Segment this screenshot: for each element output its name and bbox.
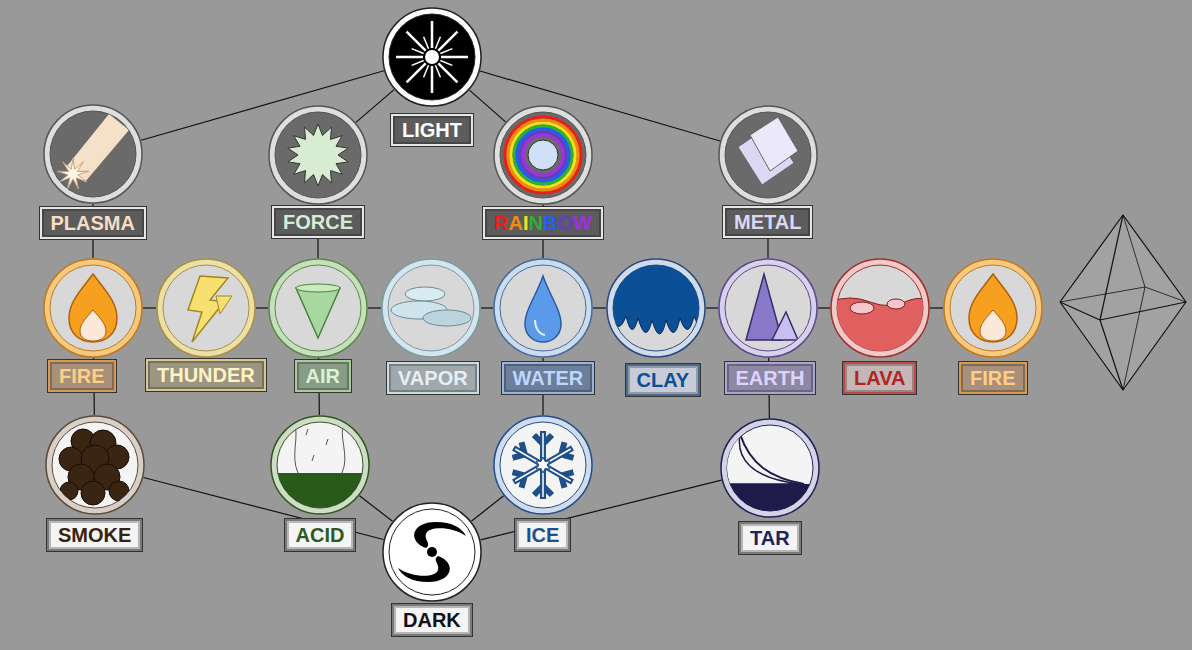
connector-line (481, 307, 493, 308)
element-icon (720, 418, 820, 518)
element-name: AIR (306, 365, 340, 387)
element-node: METAL (718, 105, 818, 205)
element-name: TAR (750, 527, 790, 549)
element-node: FIRE (43, 258, 143, 358)
element-node: FIRE (943, 258, 1043, 358)
label-box: WATER (502, 362, 595, 394)
label-box: TAR (739, 522, 801, 554)
element-node: DARK (382, 502, 482, 602)
connector-line (818, 307, 830, 308)
element-name: VAPOR (398, 367, 468, 389)
connector-line (368, 307, 381, 308)
element-icon (493, 415, 593, 515)
element-icon (45, 415, 145, 515)
element-name: PLASMA (51, 212, 135, 234)
connector-line (256, 307, 268, 308)
connector-line (359, 496, 392, 522)
element-icon (268, 258, 368, 358)
label-box: DARK (392, 604, 472, 636)
label-box: FORCE (272, 206, 364, 238)
label-box: LIGHT (391, 114, 473, 146)
element-node: LAVA (830, 258, 930, 358)
element-icon (156, 258, 256, 358)
connector-line (469, 90, 505, 122)
element-node: FORCE (268, 105, 368, 205)
label-box: FIRE (959, 362, 1027, 394)
element-name: EARTH (736, 367, 805, 389)
label-box: AIR (295, 360, 351, 392)
element-icon (943, 258, 1043, 358)
element-icon (493, 105, 593, 205)
label-box: CLAY (626, 364, 701, 396)
connector-line (471, 496, 503, 521)
element-node: WATER (493, 258, 593, 358)
label-box: RAINBOW (483, 207, 603, 239)
element-name: FIRE (59, 365, 105, 387)
octahedron-figure (1060, 215, 1186, 390)
element-name: DARK (403, 609, 461, 631)
element-icon (382, 7, 482, 107)
element-name: RAINBOW (494, 212, 592, 234)
element-icon (830, 258, 930, 358)
label-box: LAVA (843, 362, 916, 394)
label-box: THUNDER (146, 359, 266, 391)
element-name: LIGHT (402, 119, 462, 141)
element-name: CLAY (637, 369, 690, 391)
element-name: ACID (296, 524, 345, 546)
element-icon (718, 258, 818, 358)
element-icon (718, 105, 818, 205)
connector-line (706, 307, 718, 308)
element-name: ICE (526, 524, 559, 546)
label-box: EARTH (725, 362, 816, 394)
connector-line (143, 307, 156, 308)
label-box: ACID (285, 519, 356, 551)
label-box: SMOKE (47, 519, 142, 551)
element-icon (43, 258, 143, 358)
element-icon (270, 415, 370, 515)
element-node: ICE (493, 415, 593, 515)
element-icon (381, 258, 481, 358)
element-node: ACID (270, 415, 370, 515)
label-box: VAPOR (387, 362, 479, 394)
label-box: METAL (723, 206, 812, 238)
element-name: WATER (513, 367, 584, 389)
element-node: SMOKE (45, 415, 145, 515)
element-icon (493, 258, 593, 358)
label-box: PLASMA (40, 207, 146, 239)
element-node: VAPOR (381, 258, 481, 358)
element-name: FIRE (970, 367, 1016, 389)
element-name: LAVA (854, 367, 905, 389)
element-name: FORCE (283, 211, 353, 233)
element-icon (382, 502, 482, 602)
element-node: EARTH (718, 258, 818, 358)
element-name: THUNDER (157, 364, 255, 386)
element-icon (606, 258, 706, 358)
element-node: LIGHT (382, 7, 482, 107)
element-icon (43, 104, 143, 204)
connector-line (356, 90, 394, 123)
element-node: AIR (268, 258, 368, 358)
element-node: PLASMA (43, 104, 143, 204)
element-node: CLAY (606, 258, 706, 358)
label-box: ICE (515, 519, 570, 551)
element-node: RAINBOW (493, 105, 593, 205)
element-icon (268, 105, 368, 205)
element-name: SMOKE (58, 524, 131, 546)
element-node: TAR (720, 418, 820, 518)
element-node: THUNDER (156, 258, 256, 358)
label-box: FIRE (48, 360, 116, 392)
element-name: METAL (734, 211, 801, 233)
connector-line (593, 307, 606, 308)
connector-line (930, 307, 943, 308)
